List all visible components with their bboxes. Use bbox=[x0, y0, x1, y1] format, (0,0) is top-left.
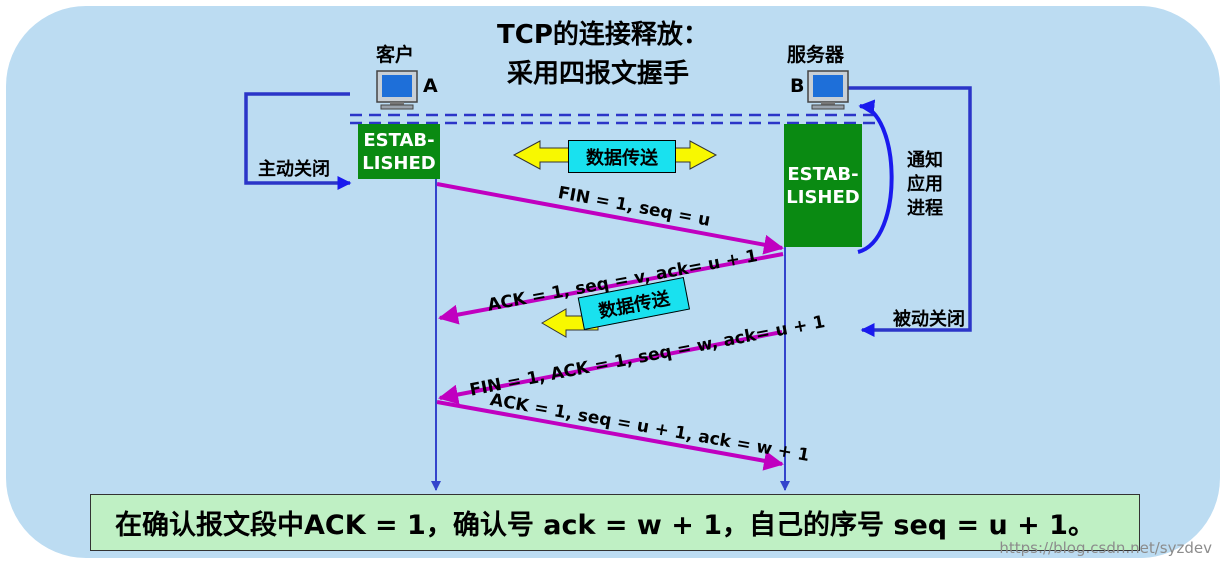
notify-label-1: 通知 bbox=[907, 150, 943, 171]
server-state-line-1: ESTAB- bbox=[787, 163, 859, 185]
passive-close-label: 被动关闭 bbox=[893, 309, 965, 330]
fin-ack-arrow bbox=[438, 330, 783, 405]
client-id: A bbox=[423, 75, 438, 97]
diagram-background bbox=[6, 6, 1220, 558]
server-computer-icon bbox=[807, 70, 849, 110]
bottom-note-box: 在确认报文段中ACK = 1，确认号 ack = w + 1，自己的序号 seq… bbox=[90, 494, 1140, 551]
server-established-box: ESTAB- LISHED bbox=[784, 124, 862, 247]
server-label: 服务器 bbox=[787, 44, 845, 66]
client-state-line-1: ESTAB- bbox=[363, 129, 435, 151]
ack-arrow-1 bbox=[438, 252, 784, 325]
ack-arrow-2 bbox=[436, 400, 784, 471]
client-established-box: ESTAB- LISHED bbox=[358, 124, 440, 179]
active-close-label: 主动关闭 bbox=[258, 159, 330, 180]
title-line-2: 采用四报文握手 bbox=[507, 59, 690, 89]
bottom-note-text: 在确认报文段中ACK = 1，确认号 ack = w + 1，自己的序号 seq… bbox=[115, 510, 1095, 541]
watermark: https://blog.csdn.net/syzdev bbox=[999, 539, 1212, 557]
server-state-line-2: LISHED bbox=[786, 186, 860, 208]
notify-label-2: 应用 bbox=[907, 174, 943, 195]
title-line-1: TCP的连接释放： bbox=[497, 20, 709, 50]
client-state-line-2: LISHED bbox=[362, 152, 436, 174]
server-id: B bbox=[790, 75, 805, 97]
client-label: 客户 bbox=[376, 44, 415, 66]
client-computer-icon bbox=[376, 70, 418, 110]
fin-arrow bbox=[436, 182, 784, 255]
active-close-arrow bbox=[244, 92, 352, 190]
passive-close-arrow bbox=[845, 86, 972, 337]
data-transfer-bubble-1: 数据传送 bbox=[568, 140, 676, 173]
notify-app-curve bbox=[857, 99, 894, 254]
data-transfer-label-1: 数据传送 bbox=[586, 147, 658, 169]
notify-label-3: 进程 bbox=[907, 198, 943, 219]
